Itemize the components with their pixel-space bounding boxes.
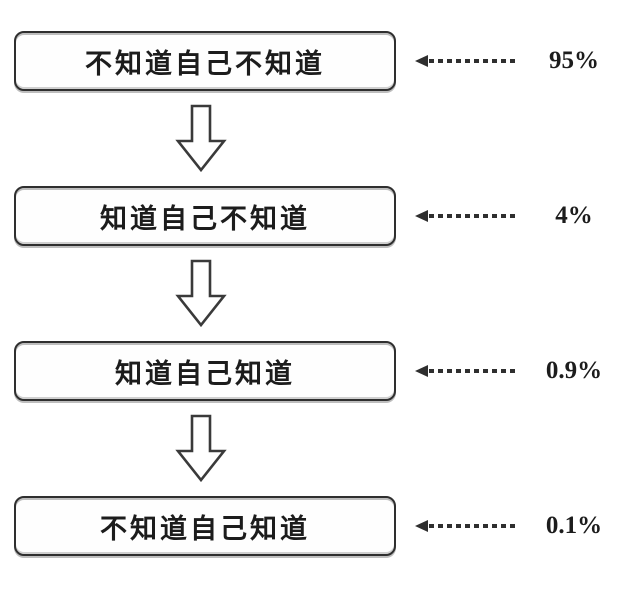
dotted-arrow-left-icon (415, 55, 517, 67)
percentage-label-2: 4% (555, 202, 593, 229)
flow-box-3-label: 知道自己知道 (115, 358, 295, 389)
flow-level-3: 知道自己知道 0.9% (0, 341, 617, 401)
down-arrow-icon (175, 414, 227, 482)
flow-box-3: 知道自己知道 (14, 341, 396, 401)
arrowhead-left-icon (415, 55, 428, 67)
arrowhead-left-icon (415, 520, 428, 532)
arrowhead-left-icon (415, 365, 428, 377)
dotted-line (429, 369, 517, 373)
flow-level-2: 知道自己不知道 4% (0, 186, 617, 246)
flow-box-1: 不知道自己不知道 (14, 31, 396, 91)
dotted-line (429, 59, 517, 63)
flow-box-2: 知道自己不知道 (14, 186, 396, 246)
percentage-label-3: 0.9% (545, 357, 603, 384)
annotation-1: 95% (415, 47, 617, 75)
dotted-arrow-left-icon (415, 520, 517, 532)
connector-1 (0, 91, 402, 186)
percentage-label-1: 95% (549, 47, 599, 74)
flow-level-1: 不知道自己不知道 95% (0, 31, 617, 91)
annotation-4: 0.1% (415, 512, 617, 540)
percentage-label-4: 0.1% (545, 512, 603, 539)
flow-box-4-label: 不知道自己知道 (100, 513, 310, 544)
down-arrow-icon (175, 104, 227, 172)
dotted-arrow-left-icon (415, 365, 517, 377)
annotation-3: 0.9% (415, 357, 617, 385)
connector-3 (0, 401, 402, 496)
dotted-arrow-left-icon (415, 210, 517, 222)
connector-2 (0, 246, 402, 341)
arrowhead-left-icon (415, 210, 428, 222)
annotation-2: 4% (415, 202, 617, 230)
flow-level-4: 不知道自己知道 0.1% (0, 496, 617, 556)
flow-box-1-label: 不知道自己不知道 (85, 48, 325, 79)
flow-box-2-label: 知道自己不知道 (100, 203, 310, 234)
flow-box-4: 不知道自己知道 (14, 496, 396, 556)
dotted-line (429, 524, 517, 528)
down-arrow-icon (175, 259, 227, 327)
dotted-line (429, 214, 517, 218)
